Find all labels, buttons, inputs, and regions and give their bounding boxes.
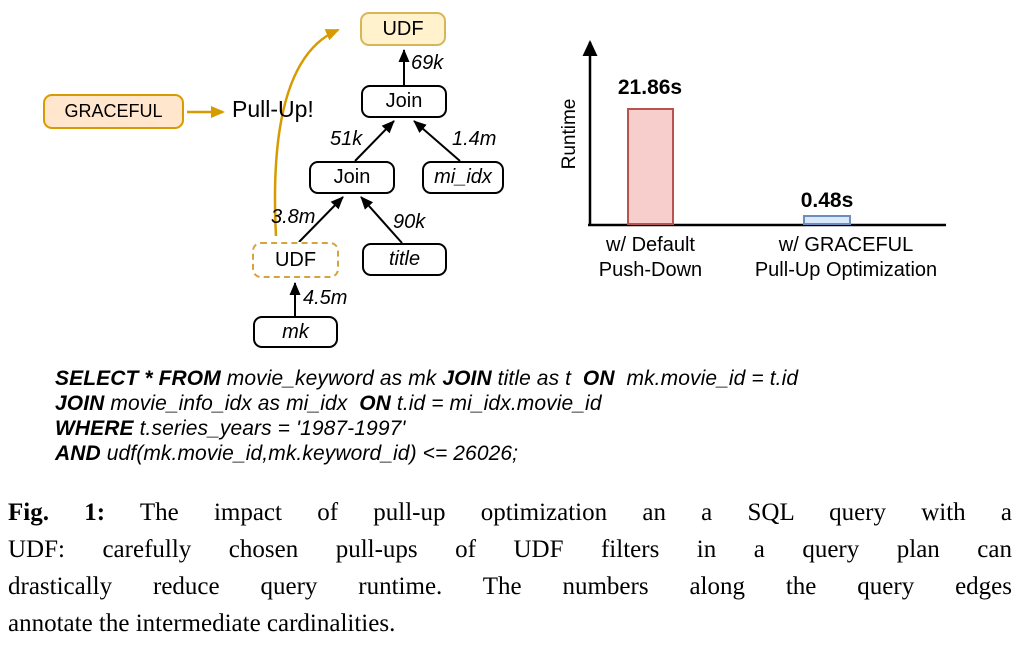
bar-value-default: 21.86s [617,76,683,99]
edge-label-3.8m: 3.8m [271,206,316,228]
edge-mi-idx-to-join-top [413,120,461,162]
edge-udf-to-join-mid [298,196,344,243]
sql-line: AND udf(mk.movie_id,mk.keyword_id) <= 26… [55,441,798,466]
x-category-default-line1: w/ Default [606,234,695,256]
caption-line: Fig. 1: The impact of pull-up optimizati… [8,499,1013,526]
caption-line: drastically reduce query runtime. The nu… [8,573,1012,600]
x-category-graceful-line2: Pull-Up Optimization [754,259,938,281]
graceful-box: GRACEFUL [43,94,184,129]
sql-text: movie_keyword as mk [220,367,443,390]
caption-line: UDF: carefully chosen pull-ups of UDF fi… [8,536,1012,563]
x-category-graceful: w/ GRACEFUL Pull-Up Optimization [736,233,956,283]
edge-join-mid-to-join-top [354,120,395,162]
plan-node-join-mid: Join [309,161,395,194]
sql-keyword: SELECT * FROM [55,367,221,390]
diagram-lines-layer [187,28,946,316]
sql-query: SELECT * FROM movie_keyword as mk JOIN t… [55,366,798,466]
pullup-curve-arrow [273,28,340,237]
edge-label-51k: 51k [330,128,363,150]
sql-keyword: JOIN [442,367,492,390]
edge-label-4.5m: 4.5m [303,287,348,309]
plan-node-udf-top: UDF [360,12,446,46]
x-category-default: w/ Default Push-Down [578,233,723,283]
x-category-graceful-line1: w/ GRACEFUL [778,234,914,256]
plan-node-mk: mk [253,316,338,348]
sql-keyword: ON [582,367,615,390]
figure-caption: Fig. 1: The impact of pull-up optimizati… [8,494,1012,642]
x-category-default-line2: Push-Down [598,259,703,281]
y-axis-label: Runtime [559,98,580,170]
sql-text: t.series_years = '1987-1997' [133,417,406,440]
sql-text: t.id = mi_idx.movie_id [390,392,602,415]
sql-line: JOIN movie_info_idx as mi_idx ON t.id = … [55,391,798,416]
edge-label-69k: 69k [411,52,444,74]
sql-line: SELECT * FROM movie_keyword as mk JOIN t… [55,366,798,391]
bar-value-graceful: 0.48s [800,189,854,212]
caption-figure-number: Fig. 1: [8,499,106,526]
sql-text: title as t [491,367,583,390]
sql-keyword: JOIN [55,392,105,415]
caption-line: annotate the intermediate cardinalities. [8,610,396,637]
sql-text: udf(mk.movie_id,mk.keyword_id) <= 26026; [100,442,519,465]
plan-node-udf-pushed: UDF [252,242,339,278]
edge-title-to-join-mid [360,196,403,244]
plan-node-mi-idx: mi_idx [422,161,504,194]
sql-text: movie_info_idx as mi_idx [104,392,360,415]
sql-keyword: ON [359,392,391,415]
edge-label-90k: 90k [393,211,426,233]
plan-node-join-top: Join [361,85,447,118]
sql-keyword: WHERE [55,417,134,440]
bar-graceful-pullup [803,215,851,225]
sql-line: WHERE t.series_years = '1987-1997' [55,416,798,441]
edge-label-1.4m: 1.4m [452,128,497,150]
plan-node-title: title [362,243,447,276]
sql-keyword: AND [55,442,101,465]
pullup-text: Pull-Up! [232,96,314,122]
bar-default-pushdown [627,108,674,225]
sql-text: mk.movie_id = t.id [614,367,799,390]
